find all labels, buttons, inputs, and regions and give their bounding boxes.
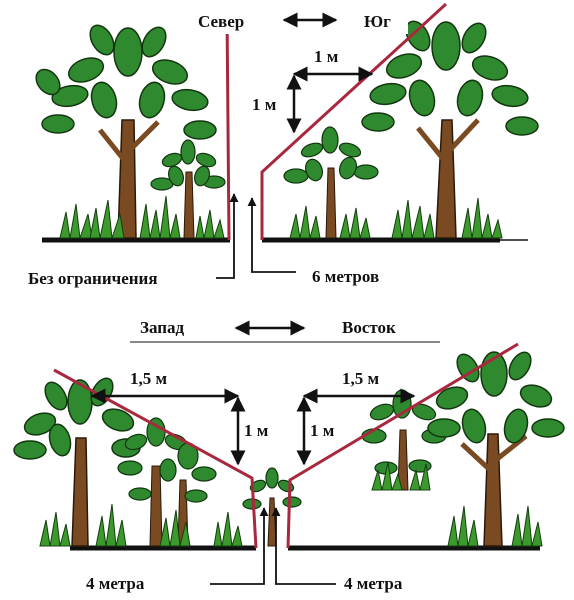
bottom-east-boundary-line — [286, 342, 519, 549]
top-south-boundary-line — [260, 2, 448, 240]
bottom-left-dim-horizontal-label: 1,5 м — [130, 369, 168, 388]
bottom-left-leader — [210, 507, 269, 585]
east-label: Восток — [342, 318, 396, 337]
bottom-right-medium-tree — [361, 389, 447, 491]
top-north-boundary-line — [225, 11, 231, 241]
top-dim-horizontal-label: 1 м — [314, 47, 339, 66]
south-label: Юг — [364, 12, 391, 31]
top-right-small-tree — [283, 126, 379, 239]
bottom-grass — [39, 461, 543, 547]
bottom-scene: Запад Восток — [13, 318, 565, 596]
bottom-right-caption: 4 метра — [344, 574, 403, 593]
top-left-small-tree — [150, 139, 226, 239]
bottom-right-dim-horizontal-label: 1,5 м — [342, 369, 380, 388]
bottom-west-boundary-line — [53, 368, 258, 549]
top-left-caption: Без ограничения — [28, 269, 158, 288]
bottom-right-dim-vertical-label: 1 м — [310, 421, 335, 440]
top-left-big-tree — [35, 24, 217, 239]
north-label: Север — [198, 12, 244, 31]
bottom-left-big-tree — [13, 377, 141, 547]
bottom-right-leader — [271, 507, 336, 585]
west-label: Запад — [140, 318, 185, 337]
top-grass — [59, 195, 503, 239]
bottom-left-caption: 4 метра — [86, 574, 145, 593]
top-scene: Север Юг 1 м 1 м Без ограничения 6 метро… — [20, 2, 539, 292]
bottom-right-big-tree — [427, 351, 565, 547]
top-right-big-tree — [361, 20, 539, 239]
bottom-left-dim-vertical-label: 1 м — [244, 421, 269, 440]
bottom-left-medium-tree — [117, 417, 217, 547]
top-right-caption: 6 метров — [312, 267, 379, 286]
top-right-leader — [247, 197, 296, 273]
top-left-leader — [216, 193, 239, 279]
top-dim-vertical-label: 1 м — [252, 95, 277, 114]
